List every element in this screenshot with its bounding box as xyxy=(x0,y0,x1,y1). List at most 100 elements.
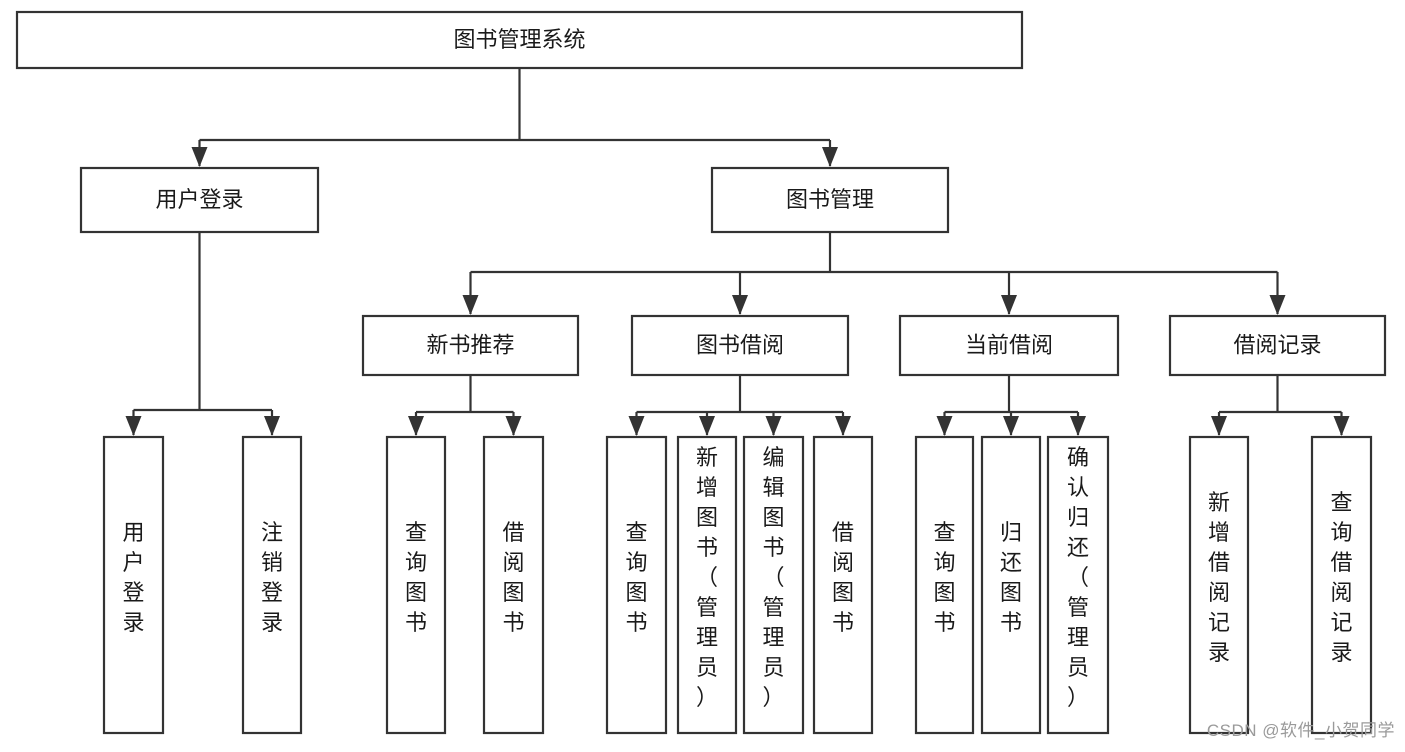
vertical-char: 归 xyxy=(1067,505,1089,530)
node-label-current-borrow: 当前借阅 xyxy=(965,332,1053,357)
node-box-leaf-add-record[interactable] xyxy=(1188,435,1250,735)
arrow-head-icon-leaf-8 xyxy=(936,416,953,436)
arrow-head-icon-l2-0 xyxy=(191,147,208,167)
vertical-char: 确 xyxy=(1067,445,1089,470)
vertical-char: 登 xyxy=(122,580,144,605)
vertical-char: 注 xyxy=(261,520,283,545)
node-label-root: 图书管理系统 xyxy=(453,27,585,52)
node-box-leaf-query-book-1[interactable] xyxy=(385,435,447,735)
vertical-char: 查 xyxy=(625,520,647,545)
vertical-char: 询 xyxy=(933,550,955,575)
vertical-char: 记 xyxy=(1330,610,1352,635)
vertical-char: 还 xyxy=(1000,550,1022,575)
arrow-head-icon-leaf-0 xyxy=(125,416,142,436)
arrow-head-icon-l3-2 xyxy=(1001,295,1017,315)
arrow-head-icon-leaf-10 xyxy=(1070,416,1086,436)
arrow-head-icon-leaf-11 xyxy=(1211,416,1227,436)
vertical-char: 图 xyxy=(696,505,718,530)
arrow-head-icon-leaf-7 xyxy=(835,416,851,436)
node-label-leaf-user-login: 用户登录 xyxy=(122,520,144,635)
vertical-char: 编 xyxy=(762,445,784,470)
node-box-leaf-add-book[interactable] xyxy=(676,435,738,735)
arrow-head-icon-l2-1 xyxy=(822,147,838,167)
arrow-head-icon-leaf-9 xyxy=(1003,416,1019,436)
vertical-char: 管 xyxy=(696,595,718,620)
node-box-leaf-confirm-return[interactable] xyxy=(1046,435,1110,735)
arrow-head-icon-leaf-12 xyxy=(1333,416,1350,436)
arrow-head-icon-leaf-3 xyxy=(505,416,522,436)
node-box-current-borrow[interactable] xyxy=(898,314,1120,377)
node-box-leaf-query-record[interactable] xyxy=(1310,435,1373,735)
vertical-char: 认 xyxy=(1067,475,1089,500)
node-box-leaf-user-login[interactable] xyxy=(102,435,165,735)
vertical-char: 书 xyxy=(696,535,718,560)
node-box-new-book-recommend[interactable] xyxy=(361,314,580,377)
vertical-char: 新 xyxy=(696,445,718,470)
node-box-leaf-query-book-2[interactable] xyxy=(605,435,668,735)
vertical-char: 新 xyxy=(1208,490,1230,515)
node-box-root[interactable] xyxy=(15,10,1024,70)
node-box-book-manage[interactable] xyxy=(710,166,950,234)
vertical-char: 销 xyxy=(261,550,283,575)
vertical-char: 查 xyxy=(933,520,955,545)
arrow-head-icon-leaf-6 xyxy=(765,416,782,436)
vertical-char: 管 xyxy=(762,595,784,620)
node-box-borrow-record[interactable] xyxy=(1168,314,1387,377)
node-box-leaf-return-book[interactable] xyxy=(980,435,1042,735)
node-box-leaf-borrow-book-2[interactable] xyxy=(812,435,874,735)
node-box-leaf-edit-book[interactable] xyxy=(742,435,805,735)
node-label-user-login: 用户登录 xyxy=(155,187,243,212)
node-box-book-borrow[interactable] xyxy=(630,314,850,377)
vertical-char: 书 xyxy=(933,610,955,635)
node-label-borrow-record: 借阅记录 xyxy=(1233,332,1321,357)
vertical-char: 管 xyxy=(1067,595,1089,620)
vertical-char: 书 xyxy=(832,610,854,635)
vertical-char: 理 xyxy=(762,625,784,650)
vertical-char: 询 xyxy=(1330,520,1352,545)
arrow-head-icon-leaf-1 xyxy=(264,416,280,436)
node-box-leaf-query-book-3[interactable] xyxy=(914,435,975,735)
vertical-char: 员 xyxy=(762,655,784,680)
node-box-leaf-user-logout[interactable] xyxy=(241,435,303,735)
arrow-head-icon-l3-3 xyxy=(1269,295,1286,315)
vertical-char: 图 xyxy=(1000,580,1022,605)
vertical-char: 登 xyxy=(261,580,283,605)
vertical-char: 阅 xyxy=(1208,580,1230,605)
vertical-char: 辑 xyxy=(762,475,784,500)
vertical-char: 询 xyxy=(405,550,427,575)
vertical-char: 查 xyxy=(405,520,427,545)
node-label-book-borrow: 图书借阅 xyxy=(696,332,784,357)
vertical-char: 还 xyxy=(1067,535,1089,560)
vertical-char: 图 xyxy=(832,580,854,605)
vertical-char: （ xyxy=(696,565,718,590)
vertical-char: 书 xyxy=(625,610,647,635)
vertical-char: 用 xyxy=(122,520,144,545)
arrow-head-icon-leaf-2 xyxy=(408,416,424,436)
vertical-char: 借 xyxy=(502,520,524,545)
node-box-leaf-borrow-book-1[interactable] xyxy=(482,435,545,735)
node-label-new-book-recommend: 新书推荐 xyxy=(426,332,514,357)
vertical-char: 归 xyxy=(1000,520,1022,545)
vertical-char: ） xyxy=(1067,685,1089,710)
vertical-char: 图 xyxy=(762,505,784,530)
arrow-head-icon-leaf-4 xyxy=(628,416,645,436)
vertical-char: 书 xyxy=(405,610,427,635)
vertical-char: ） xyxy=(696,685,718,710)
vertical-char: 录 xyxy=(1208,640,1230,665)
vertical-char: 阅 xyxy=(502,550,524,575)
vertical-char: 图 xyxy=(405,580,427,605)
vertical-char: 借 xyxy=(832,520,854,545)
node-label-book-manage: 图书管理 xyxy=(786,187,874,212)
vertical-char: 图 xyxy=(933,580,955,605)
